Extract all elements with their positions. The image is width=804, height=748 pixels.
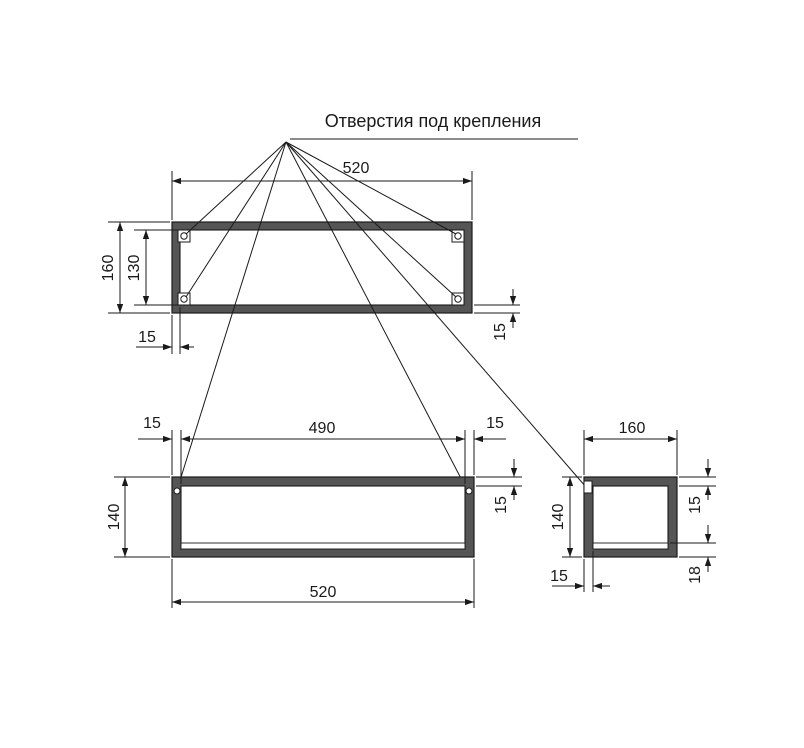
side-view-wall-top-label: 15 — [687, 496, 704, 514]
top-view-wall-bottom-label: 15 — [492, 323, 509, 341]
front-view-inner-width-label: 490 — [309, 420, 336, 437]
front-view: 490 15 15 520 140 15 — [106, 415, 522, 608]
side-view: 160 140 15 15 18 — [550, 420, 716, 592]
mounting-hole-top-right — [451, 229, 465, 243]
top-view-wall-left-label: 15 — [138, 329, 156, 346]
mounting-holes-label: Отверстия под крепления — [325, 111, 541, 131]
front-view-bottom-shelf — [180, 542, 466, 550]
top-view-inner-height-label: 130 — [126, 255, 143, 282]
side-view-bottom-label: 18 — [687, 566, 704, 584]
front-view-height-label: 140 — [106, 504, 123, 531]
side-view-width-label: 160 — [619, 420, 646, 437]
top-view-outer-height-label: 160 — [100, 255, 117, 282]
mounting-hole-bottom-left — [177, 292, 191, 306]
front-view-hole-right — [465, 487, 473, 495]
mounting-hole-top-left — [177, 229, 191, 243]
front-view-wall-left-label: 15 — [143, 415, 161, 432]
front-view-inner — [180, 485, 466, 550]
front-view-wall-top-label: 15 — [493, 496, 510, 514]
top-view: 520 160 130 15 15 — [100, 160, 520, 354]
side-view-height-label: 140 — [550, 504, 567, 531]
leader-lines — [176, 141, 587, 491]
front-view-wall-right-label: 15 — [486, 415, 504, 432]
top-view-inner — [179, 229, 465, 306]
side-view-hole — [583, 480, 593, 494]
side-view-inner — [592, 485, 669, 550]
side-view-bottom-shelf — [592, 542, 669, 550]
front-view-hole-left — [173, 487, 181, 495]
front-view-outer-width-label: 520 — [310, 584, 337, 601]
side-view-wall-left-label: 15 — [550, 568, 568, 585]
top-view-width-label: 520 — [343, 160, 370, 177]
